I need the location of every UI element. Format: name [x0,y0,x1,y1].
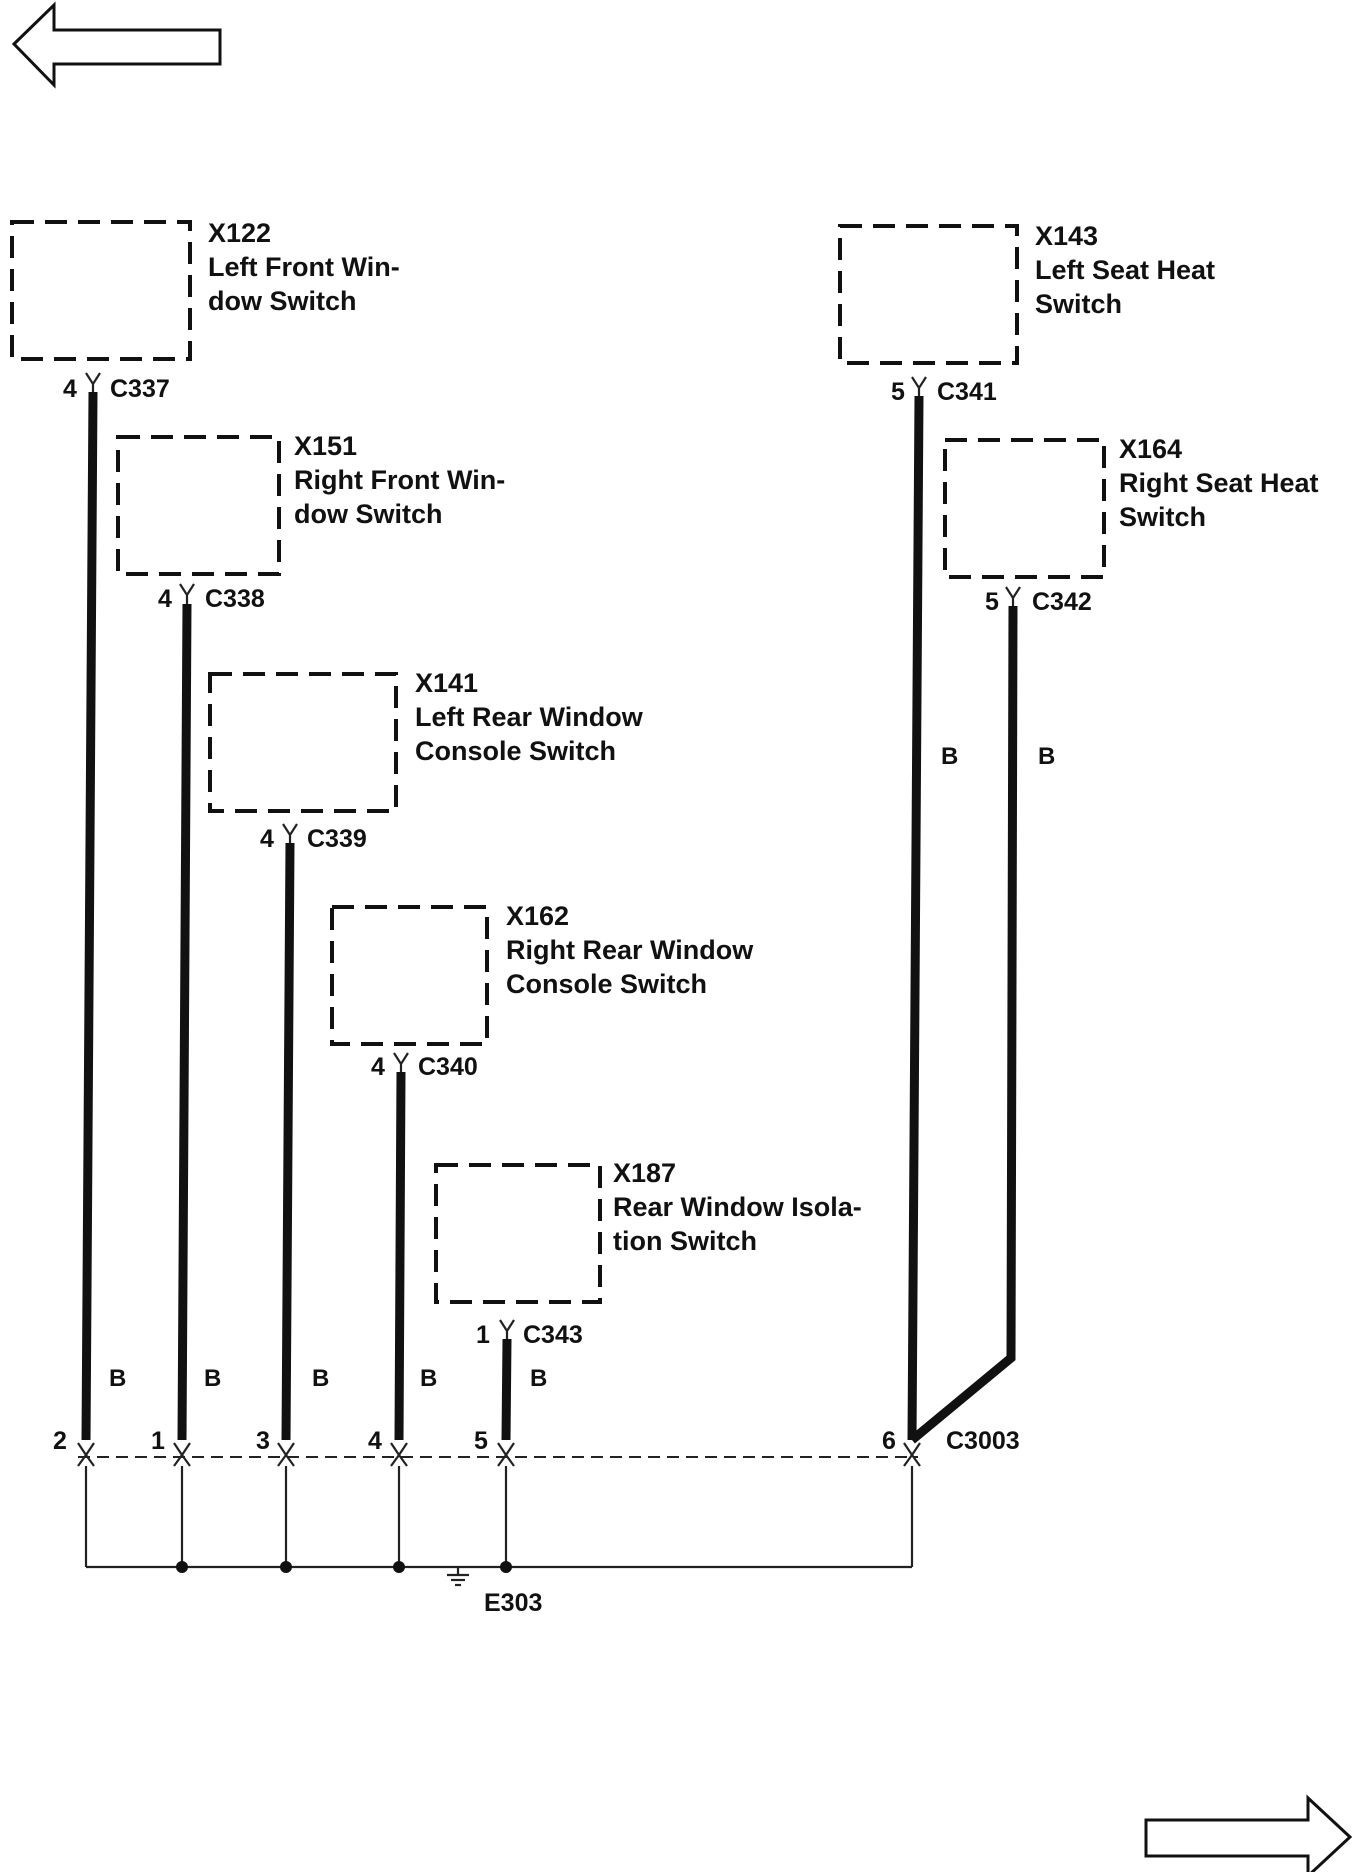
ground-icon [447,1567,469,1587]
arrow-left-icon [11,1,222,89]
wire-x141 [281,842,295,1441]
connector-id: C3003 [946,1427,1020,1455]
wire-color-label: B [420,1365,437,1392]
pin-number: 4 [368,1427,382,1455]
component-id: X141 [415,668,478,698]
wire-color-label: B [530,1365,547,1392]
wire-x122 [81,391,98,1441]
component-x141: X141 Left Rear Window Console Switch 4 C… [208,668,644,853]
connector-symbol [282,823,298,843]
connector-symbol [179,583,195,604]
connector-id: C342 [1032,588,1092,616]
terminal-symbol [77,1442,95,1467]
component-x162: X162 Right Rear Window Console Switch 4 … [330,901,754,1081]
component-name-line1: Right Front Win- [294,465,505,495]
component-name-line1: Left Rear Window [415,702,644,732]
component-name-line1: Left Seat Heat [1035,255,1215,285]
connector-symbol [911,376,927,396]
component-id: X143 [1035,221,1098,251]
terminal-symbol [903,1442,921,1467]
next-page-arrow[interactable] [1144,1794,1353,1872]
wire-x151 [177,603,192,1441]
pin-number: 4 [371,1053,385,1081]
connector-id: C343 [523,1321,583,1349]
pin-number: 2 [53,1427,67,1455]
component-name-line2: Console Switch [415,736,616,766]
wire-x187 [501,1338,512,1441]
component-name-line2: dow Switch [294,499,443,529]
connector-symbol [393,1052,409,1072]
terminal-symbol [173,1442,191,1467]
component-box [10,220,192,361]
component-box [208,672,398,813]
component-name-line1: Left Front Win- [208,252,400,282]
pin-number: 3 [256,1427,270,1455]
wires [81,391,1018,1444]
ground-wiring [84,1466,914,1573]
connector-id: C339 [307,825,367,853]
connector-symbol [499,1319,515,1339]
component-id: X162 [506,901,569,931]
component-x151: X151 Right Front Win- dow Switch 4 C338 [116,431,505,613]
component-name-line2: Switch [1035,289,1122,319]
wire-x164 [909,605,1018,1444]
component-name-line2: dow Switch [208,286,357,316]
component-name-line1: Rear Window Isola- [613,1192,862,1222]
wire-color-label: B [1038,743,1055,770]
component-name-line2: Console Switch [506,969,707,999]
terminal-symbol [277,1442,295,1467]
splice-dot [280,1561,292,1573]
component-box [116,435,281,576]
wire-x162 [394,1071,406,1441]
connector-id: C341 [937,378,997,406]
pin-number: 5 [985,588,999,616]
connector-id: C338 [205,585,265,613]
prev-page-arrow[interactable] [11,1,222,89]
pin-number: 5 [891,378,905,406]
connector-symbol [1005,586,1021,606]
wire-color-label: B [109,1365,126,1392]
pin-number: 4 [260,825,274,853]
component-name-line1: Right Seat Heat [1119,468,1319,498]
wire-color-label: B [312,1365,329,1392]
component-id: X151 [294,431,357,461]
pin-number: 1 [476,1321,490,1349]
pin-number: 4 [158,585,172,613]
terminal-symbol [497,1442,515,1467]
connector-symbol [85,372,101,392]
ground-id: E303 [484,1589,542,1617]
pin-number: 1 [151,1427,165,1455]
component-id: X122 [208,218,271,248]
component-box [434,1163,602,1304]
wire-color-label: B [204,1365,221,1392]
component-box [838,224,1019,365]
arrow-right-icon [1144,1794,1353,1872]
splice-dot [393,1561,405,1573]
pin-number: 6 [882,1427,896,1455]
component-x187: X187 Rear Window Isola- tion Switch 1 C3… [434,1158,862,1349]
component-x122: X122 Left Front Win- dow Switch 4 C337 [10,218,400,403]
component-name-line1: Right Rear Window [506,935,754,965]
wire-color-label: B [941,743,958,770]
wire-color-labels: B B B B B B B [109,743,1055,1392]
component-box [943,438,1106,579]
component-name-line2: Switch [1119,502,1206,532]
splice-dot [176,1561,188,1573]
wire-x143 [907,395,924,1441]
connector-c3003: 2 1 3 4 5 6 C3003 [53,1427,1020,1467]
component-name-line2: tion Switch [613,1226,757,1256]
component-id: X187 [613,1158,676,1188]
ground-e303: E303 [447,1567,542,1617]
component-x164: X164 Right Seat Heat Switch 5 C342 [943,434,1319,616]
pin-number: 5 [474,1427,488,1455]
pin-number: 4 [63,375,77,403]
component-id: X164 [1119,434,1182,464]
component-x143: X143 Left Seat Heat Switch 5 C341 [838,221,1215,406]
connector-id: C340 [418,1053,478,1081]
connector-id: C337 [110,375,170,403]
terminal-symbol [390,1442,408,1467]
component-box [330,905,489,1046]
splice-dot [500,1561,512,1573]
